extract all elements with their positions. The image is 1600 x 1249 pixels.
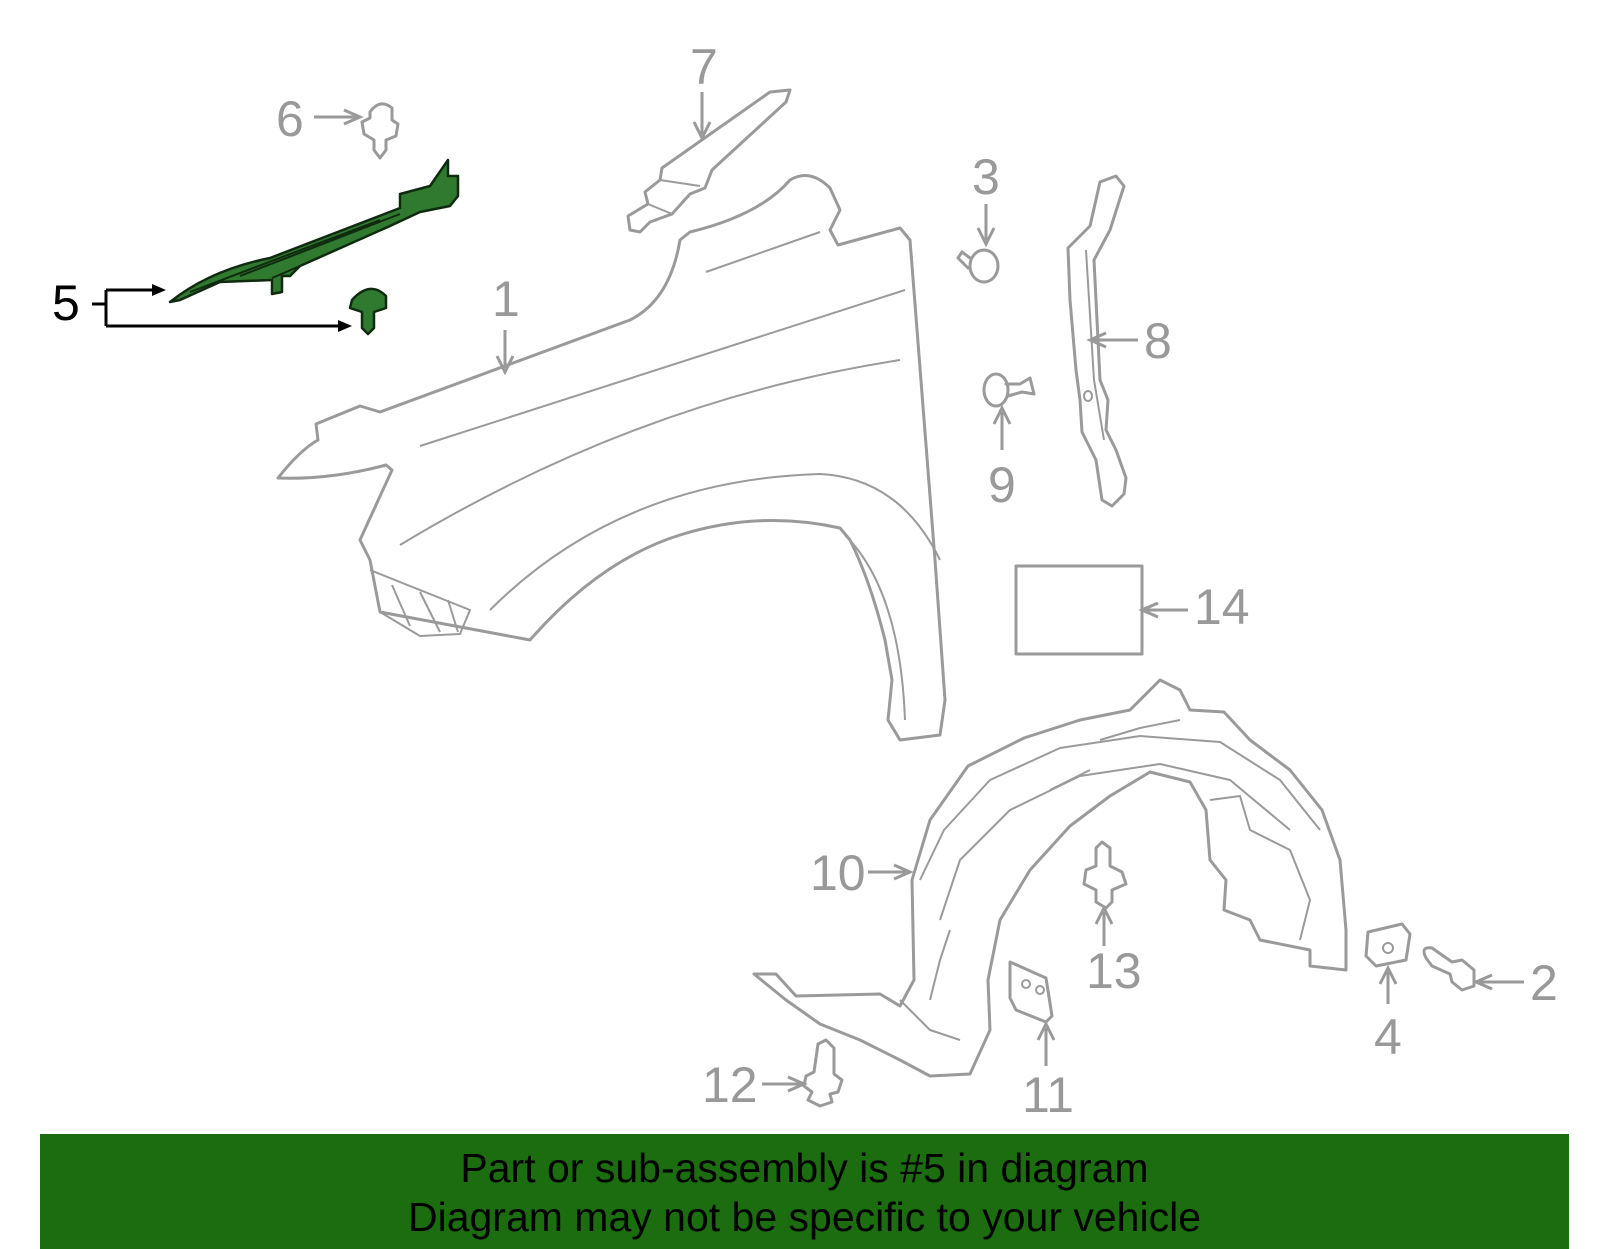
callout-10: 10 (810, 845, 914, 901)
svg-text:14: 14 (1194, 579, 1250, 635)
callout-12: 12 (702, 1057, 808, 1113)
svg-text:13: 13 (1086, 943, 1142, 999)
callout-4: 4 (1374, 964, 1402, 1065)
bracket-part-7[interactable] (626, 88, 792, 234)
plate-part-11[interactable] (1008, 960, 1054, 1024)
deflector-part-5[interactable] (168, 158, 460, 304)
callout-6: 6 (276, 91, 364, 147)
banner-line-1: Part or sub-assembly is #5 in diagram (460, 1145, 1149, 1191)
svg-text:1: 1 (492, 271, 520, 327)
banner-line-2: Diagram may not be specific to your vehi… (407, 1194, 1201, 1240)
clip-part-6[interactable] (360, 102, 400, 160)
svg-text:5: 5 (52, 275, 80, 331)
fender-part-1[interactable] (276, 174, 947, 742)
callout-11: 11 (1022, 1020, 1074, 1123)
push-clip-part-13[interactable] (1082, 840, 1128, 910)
callout-9: 9 (988, 404, 1016, 513)
label-part-14[interactable] (1014, 564, 1144, 656)
callout-13: 13 (1086, 904, 1142, 999)
clip-part-5[interactable] (348, 287, 388, 336)
seal-part-8[interactable] (1066, 174, 1128, 508)
svg-text:2: 2 (1530, 955, 1558, 1011)
info-banner: Part or sub-assembly is #5 in diagram Di… (40, 1134, 1569, 1249)
svg-text:9: 9 (988, 457, 1016, 513)
plug-part-3[interactable] (956, 248, 1000, 284)
svg-text:10: 10 (810, 845, 866, 901)
fender-liner-part-10[interactable] (752, 678, 1348, 1078)
svg-text:11: 11 (1022, 1067, 1074, 1123)
callout-5: 5 (52, 275, 352, 332)
nut-part-4[interactable] (1364, 922, 1412, 968)
callout-2: 2 (1472, 955, 1558, 1011)
svg-text:3: 3 (972, 149, 1000, 205)
callout-1: 1 (492, 271, 520, 376)
svg-text:7: 7 (690, 39, 718, 95)
grommet-part-9[interactable] (982, 372, 1036, 408)
svg-text:4: 4 (1374, 1009, 1402, 1065)
svg-text:12: 12 (702, 1057, 758, 1113)
callout-3: 3 (972, 149, 1000, 248)
callout-14: 14 (1138, 579, 1250, 635)
callout-7: 7 (690, 39, 718, 142)
bolt-part-2[interactable] (1422, 946, 1476, 992)
clip-part-12[interactable] (802, 1038, 844, 1108)
callout-8: 8 (1086, 313, 1172, 369)
svg-text:6: 6 (276, 91, 304, 147)
svg-text:8: 8 (1144, 313, 1172, 369)
